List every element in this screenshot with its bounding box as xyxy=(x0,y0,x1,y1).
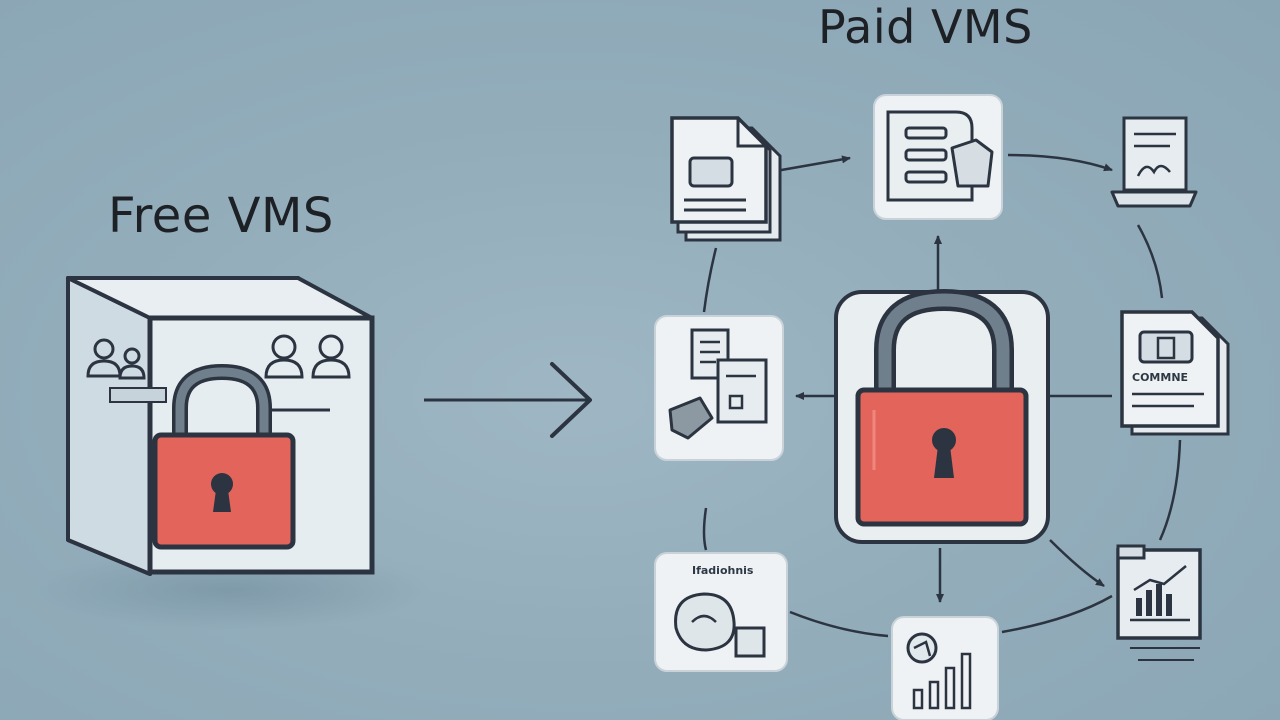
list-document-icon xyxy=(873,94,1003,220)
report-document-label: COMMNE xyxy=(1132,371,1188,384)
analytics-monitor-icon xyxy=(1116,544,1202,661)
bar-chart-icon xyxy=(891,616,999,720)
laptop-icon xyxy=(1110,116,1198,208)
user-icon xyxy=(86,338,122,378)
user-icon xyxy=(118,347,146,380)
arrow-right-icon xyxy=(424,362,592,438)
document-stack-icon xyxy=(670,116,782,242)
connector-lines xyxy=(702,153,1182,638)
info-tile-label: Ifadiohnis xyxy=(692,564,754,577)
report-document-icon: COMMNE xyxy=(1120,310,1230,436)
info-tile-icon: Ifadiohnis xyxy=(654,552,788,672)
free-vms-title: Free VMS xyxy=(108,188,334,244)
user-icon xyxy=(311,334,351,379)
padlock-icon xyxy=(152,363,296,550)
document-box-icon xyxy=(654,315,784,461)
paid-vms-title: Paid VMS xyxy=(818,0,1033,54)
user-icon xyxy=(264,334,304,379)
padlock-icon xyxy=(855,288,1029,527)
